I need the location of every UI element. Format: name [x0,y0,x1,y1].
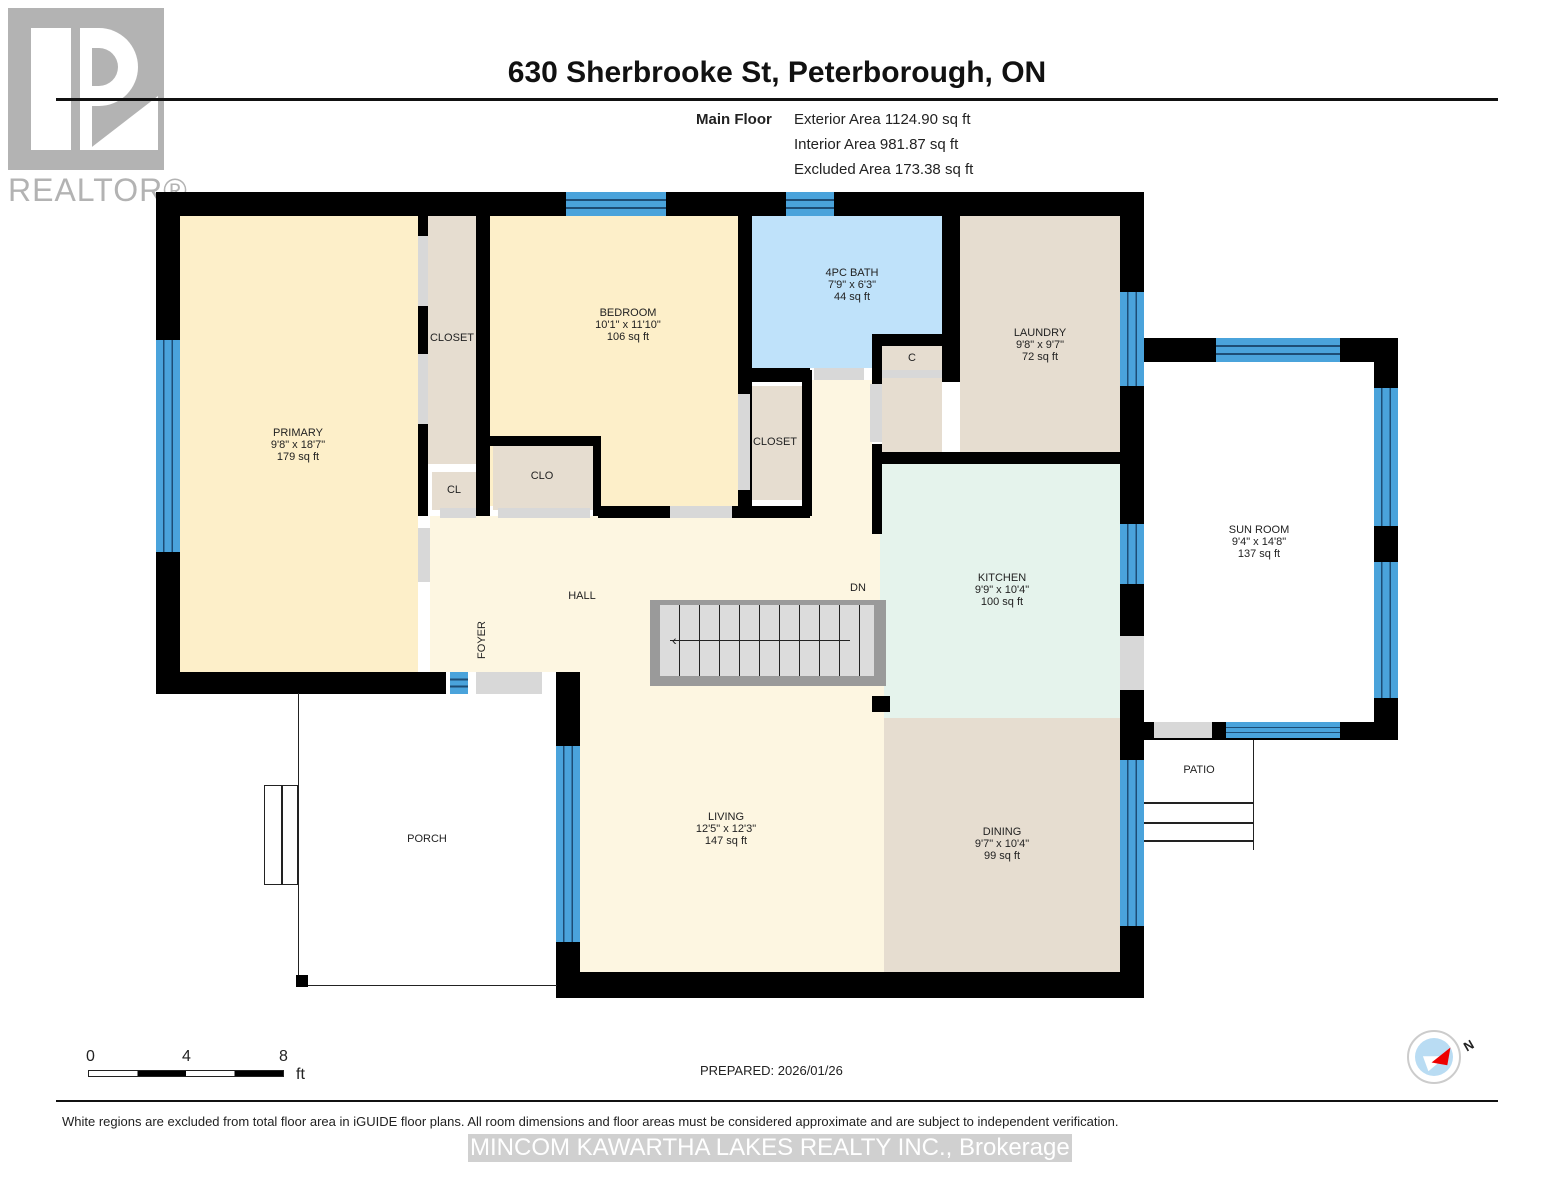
interior-area: Interior Area 981.87 sq ft [794,136,959,153]
room-closet-primary[interactable] [428,216,476,464]
window [786,192,834,216]
closet2-door[interactable] [738,394,750,490]
room-kitchen[interactable] [880,464,1120,718]
staircase[interactable]: ‹ [650,600,886,686]
scale-tick-4: 4 [182,1048,191,1065]
disclaimer: White regions are excluded from total fl… [62,1114,1119,1129]
wall-kitchen-left [872,444,882,534]
clo-door[interactable] [498,508,590,518]
room-label-cl: CL [446,484,462,496]
scale-bar [88,1070,284,1077]
wall-clo-top [490,436,598,446]
window [1120,292,1144,386]
page-title: 630 Sherbrooke St, Peterborough, ON [507,56,1047,89]
wall-primary-bottom [156,672,446,694]
window [566,192,666,216]
primary-door[interactable] [418,528,430,582]
room-label-patio: PATIO [1183,764,1215,776]
title-divider [56,98,1498,101]
footer-divider [56,1100,1498,1102]
bath-door[interactable] [814,368,864,380]
closet-door[interactable] [418,354,428,424]
window [556,746,580,942]
room-label-foyer: FOYER [476,621,488,659]
stairs-dn-label: DN [850,582,866,594]
wall-bath-right [942,216,960,382]
room-clo[interactable] [493,446,593,510]
window [1226,722,1340,738]
window [1216,338,1340,362]
window [1374,562,1398,698]
room-laundry[interactable] [960,216,1120,452]
porch-outline [298,693,557,986]
sunroom-door[interactable] [1154,722,1212,738]
window [450,672,468,694]
room-label-closet2: CLOSET [752,436,798,448]
bedroom-door[interactable] [670,506,732,518]
scale-tick-8: 8 [279,1048,288,1065]
scale-tick-0: 0 [86,1048,95,1065]
room-primary[interactable] [180,216,418,672]
room-sunroom[interactable] [1146,360,1374,724]
wall-clo-right [593,436,601,516]
room-label-clo: CLO [530,470,554,482]
exterior-area: Exterior Area 1124.90 sq ft [794,111,971,128]
column [872,696,890,712]
cl-door[interactable] [440,508,476,518]
wall-c-left [872,334,882,384]
window [156,340,180,552]
prepared-date: PREPARED: 2026/01/26 [700,1063,843,1078]
room-dining[interactable] [884,718,1120,972]
scale-unit: ft [296,1066,305,1083]
wall-bath-bottom [738,368,810,382]
wall-bottom [556,972,1144,998]
excluded-area: Excluded Area 173.38 sq ft [794,161,974,178]
room-label-c: C [908,352,916,364]
room-label-hall: HALL [568,590,596,602]
porch-steps [264,785,298,885]
laundry-door[interactable] [870,384,882,442]
compass-icon [1407,1030,1461,1084]
c-door[interactable] [882,370,942,378]
room-hall-corridor [810,380,872,520]
wall-laundry-bottom [872,452,1122,464]
front-door[interactable] [476,672,542,694]
compass-north-label: N [1460,1036,1477,1055]
wall-closet-right [476,216,490,516]
patio-outline [1144,740,1254,850]
window [1374,388,1398,526]
room-label-closet: CLOSET [429,332,475,344]
wall-c-top [872,334,960,346]
window [1120,524,1144,584]
realtor-logo [8,8,164,170]
room-closet-bedroom[interactable] [750,386,802,500]
window [1120,760,1144,926]
room-cl[interactable] [432,472,476,510]
room-living[interactable] [578,672,884,972]
floor-name: Main Floor [696,111,772,128]
porch-post [296,975,308,987]
closet-door[interactable] [418,236,428,306]
brokerage-watermark: MINCOM KAWARTHA LAKES REALTY INC., Broke… [468,1134,1072,1162]
wall-closet2-right [802,370,812,516]
room-label-porch: PORCH [407,833,447,845]
kitchen-exterior-door[interactable] [1120,636,1144,690]
room-c[interactable] [882,346,942,452]
